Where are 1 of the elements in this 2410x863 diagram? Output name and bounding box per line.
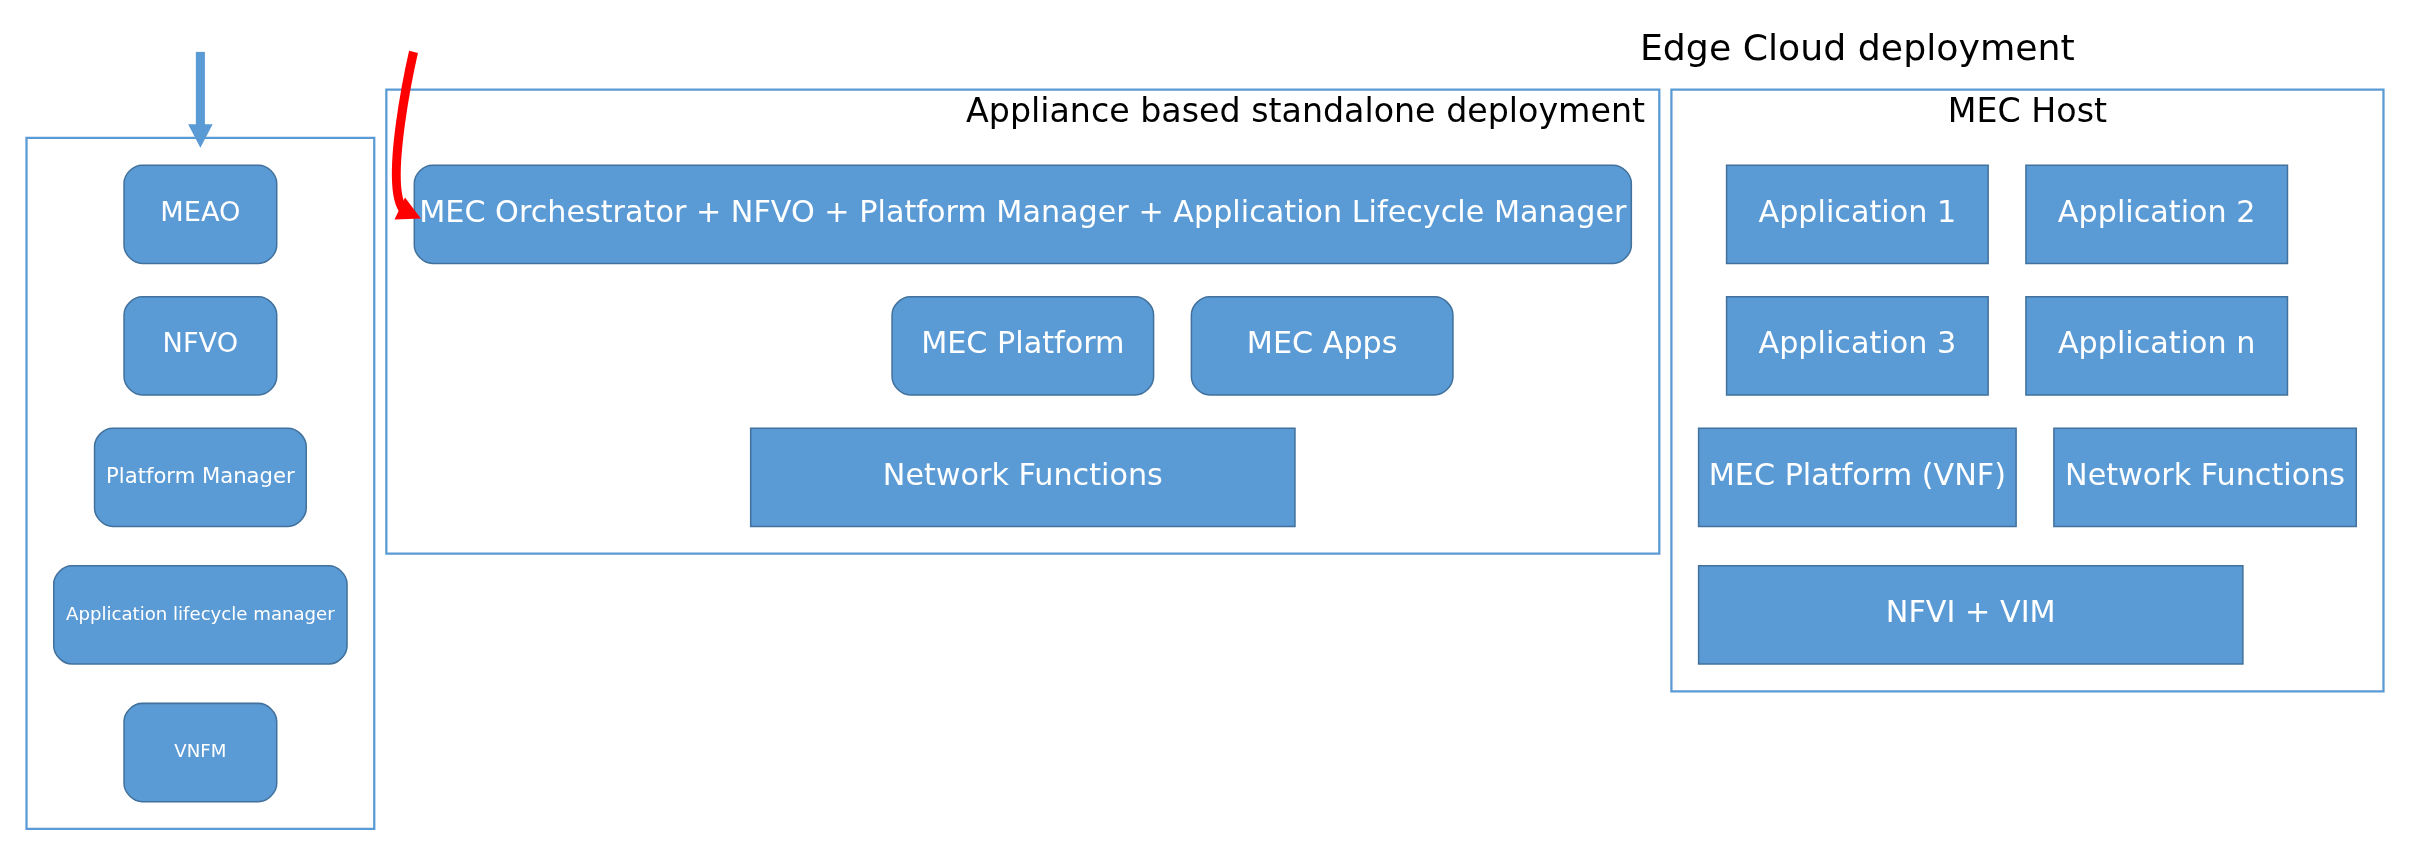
label: Edge Cloud deployment — [1639, 25, 2075, 69]
